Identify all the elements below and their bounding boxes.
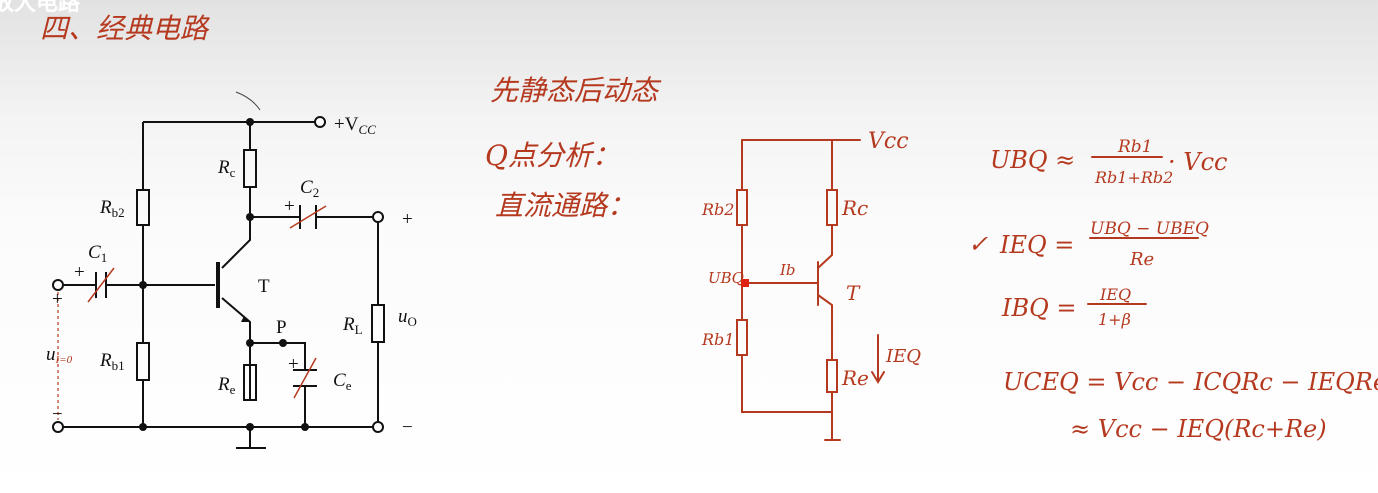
- svg-text:Rb2: Rb2: [99, 197, 125, 220]
- svg-text:Vcc: Vcc: [868, 129, 909, 154]
- emitter-arrow-icon: [241, 316, 250, 322]
- svg-text:IEQ: IEQ: [1099, 285, 1131, 304]
- re-resistor: [243, 364, 257, 401]
- svg-text:C2: C2: [300, 177, 319, 200]
- vcc-terminal: [314, 116, 326, 128]
- formulas: UBQ ≈ Rb1 Rb1+Rb2 · Vcc ✓ IEQ = UBQ − UB…: [968, 137, 1378, 443]
- svg-text:Rb2: Rb2: [701, 200, 734, 219]
- amplifier-circuit: +VCC Rb2 Rb1 Rc Re RL C1 C2 Ce T P uO uI…: [46, 91, 417, 449]
- svg-text:Re: Re: [1129, 249, 1154, 270]
- svg-text:−: −: [402, 417, 413, 438]
- svg-text:P: P: [276, 317, 287, 338]
- svg-text:UBQ − UBEQ: UBQ − UBEQ: [1090, 219, 1209, 239]
- note-line-2: Q点分析：: [485, 139, 620, 172]
- input-terminal: [52, 279, 64, 291]
- svg-text:uI=0: uI=0: [46, 344, 73, 366]
- svg-text:RL: RL: [342, 314, 363, 337]
- svg-text:IEQ =: IEQ =: [999, 231, 1074, 259]
- svg-text:+: +: [284, 196, 295, 217]
- svg-text:IEQ: IEQ: [885, 346, 921, 367]
- svg-text:Rb1: Rb1: [1117, 137, 1153, 157]
- output-terminal-minus: [372, 421, 384, 433]
- section-heading: 四、经典电路: [40, 12, 210, 45]
- output-terminal-plus: [372, 211, 384, 223]
- svg-text:T: T: [258, 276, 270, 297]
- rc-resistor: [243, 149, 257, 188]
- svg-text:1+β: 1+β: [1098, 310, 1131, 329]
- svg-text:C1: C1: [88, 242, 107, 265]
- svg-text:· Vcc: · Vcc: [1168, 148, 1227, 176]
- overlay-title: 放大电路: [0, 0, 81, 16]
- svg-text:IBQ =: IBQ =: [1001, 294, 1077, 322]
- svg-text:Re: Re: [841, 366, 869, 390]
- svg-text:+: +: [52, 289, 63, 310]
- svg-text:Rb1: Rb1: [701, 330, 734, 349]
- svg-text:Re: Re: [217, 374, 236, 397]
- svg-text:+VCC: +VCC: [334, 114, 376, 137]
- svg-text:Ce: Ce: [333, 370, 352, 393]
- dc-path-sketch: Vcc Rb2 Rb1 Rc Re UBQ Ib T IEQ: [701, 129, 921, 441]
- svg-text:+: +: [402, 209, 413, 230]
- rb1-resistor: [136, 342, 150, 381]
- svg-text:✓: ✓: [968, 230, 988, 258]
- svg-text:Rc: Rc: [217, 157, 236, 180]
- rl-resistor: [371, 304, 385, 343]
- svg-text:Rb1+Rb2: Rb1+Rb2: [1094, 168, 1173, 187]
- note-line-1: 先静态后动态: [490, 74, 662, 107]
- svg-text:uO: uO: [398, 306, 417, 329]
- svg-text:UBQ: UBQ: [708, 269, 744, 287]
- svg-text:+: +: [74, 262, 85, 283]
- svg-text:Rb1: Rb1: [99, 350, 125, 373]
- svg-text:Rc: Rc: [841, 196, 868, 220]
- svg-text:≈ Vcc − IEQ(Rc+Re): ≈ Vcc − IEQ(Rc+Re): [1070, 415, 1327, 443]
- svg-text:Ib: Ib: [779, 261, 796, 279]
- input-terminal-ground: [52, 421, 64, 433]
- svg-text:+: +: [288, 354, 299, 375]
- svg-text:UCEQ = Vcc − ICQRc − IEQRe: UCEQ = Vcc − ICQRc − IEQRe: [1003, 368, 1378, 396]
- svg-text:T: T: [846, 281, 861, 305]
- svg-text:UBQ ≈: UBQ ≈: [990, 146, 1075, 174]
- rb2-resistor: [136, 189, 150, 226]
- svg-text:−: −: [52, 404, 63, 425]
- note-line-3: 直流通路：: [495, 189, 635, 222]
